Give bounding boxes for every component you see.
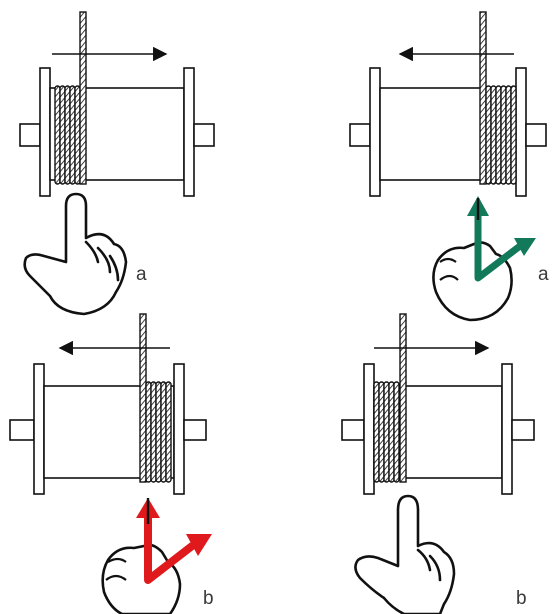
wire-rope-icon bbox=[479, 11, 517, 185]
panel-bottom-right: b bbox=[341, 313, 535, 614]
thumb-rule-hand-icon bbox=[101, 498, 212, 614]
wire-rope-icon bbox=[373, 313, 407, 483]
pointing-hand-icon bbox=[354, 494, 456, 614]
winch-drum-icon bbox=[19, 67, 215, 197]
wire-rope-icon bbox=[139, 313, 172, 483]
panel-top-right: a bbox=[349, 11, 549, 322]
panel-label: a bbox=[136, 264, 147, 285]
thumb-rule-hand-icon bbox=[432, 196, 536, 322]
panel-top-left: a bbox=[19, 11, 215, 316]
winch-drum-icon bbox=[9, 363, 207, 495]
winch-drum-icon bbox=[341, 363, 535, 495]
panel-label: b bbox=[203, 588, 214, 609]
pointing-hand-icon bbox=[23, 192, 128, 316]
panel-bottom-left: b bbox=[9, 313, 214, 614]
wire-rope-icon bbox=[54, 11, 87, 185]
panel-label: a bbox=[538, 264, 549, 285]
panel-label: b bbox=[516, 588, 527, 609]
